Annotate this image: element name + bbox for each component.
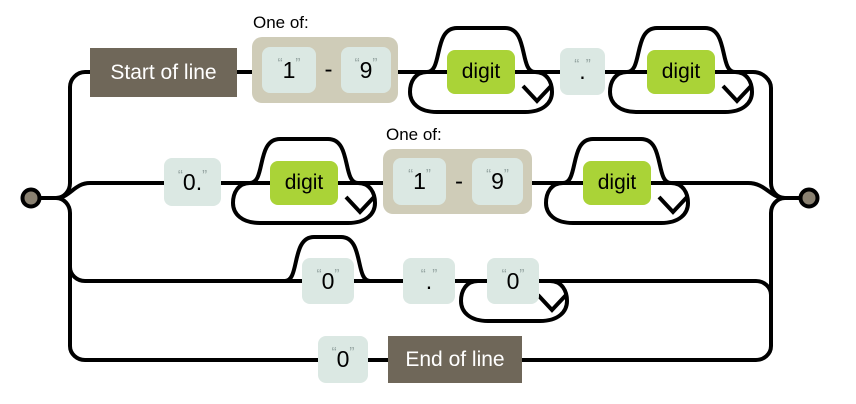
literal-9-row1: “9” bbox=[341, 47, 391, 93]
close-quote: ” bbox=[503, 166, 509, 183]
digit-box-row2-a: digit bbox=[270, 161, 338, 205]
open-quote: “ bbox=[486, 166, 492, 183]
branch-down-to-row4 bbox=[55, 196, 86, 362]
literal-0-row3-b: “0” bbox=[487, 258, 539, 304]
close-quote: ” bbox=[372, 54, 378, 72]
row1-loop2-bypass bbox=[626, 26, 736, 74]
literal-dot-row1: “.” bbox=[560, 48, 605, 95]
row3-skip-bypass bbox=[284, 235, 371, 283]
close-quote: ” bbox=[334, 265, 340, 283]
digit-box-row1-a: digit bbox=[447, 50, 515, 94]
branch-to-row3 bbox=[68, 266, 86, 283]
literal-1-row1: “1” bbox=[262, 47, 316, 93]
close-quote: ” bbox=[425, 166, 431, 183]
literal-0dot-row2: “0.” bbox=[164, 158, 221, 206]
merge-row2 bbox=[747, 181, 786, 200]
literal-0-row3-a: “0” bbox=[302, 258, 354, 304]
start-of-line-label: Start of line bbox=[110, 60, 217, 84]
merge-row3 bbox=[755, 279, 773, 296]
open-quote: “ bbox=[501, 265, 507, 283]
digit-box-row1-b: digit bbox=[647, 50, 715, 94]
row1-loop2-arrow-icon bbox=[721, 83, 754, 104]
open-quote: “ bbox=[420, 265, 426, 283]
merge-row4 bbox=[755, 196, 786, 362]
open-quote: “ bbox=[408, 166, 414, 183]
one-of-label-row2: One of: bbox=[386, 125, 442, 144]
end-of-line-box: End of line bbox=[388, 336, 522, 383]
literal-dot-row3: “.” bbox=[403, 258, 455, 304]
close-quote: ” bbox=[432, 265, 438, 283]
open-quote: “ bbox=[316, 265, 322, 283]
open-quote: “ bbox=[574, 56, 580, 73]
close-quote: ” bbox=[202, 166, 208, 184]
close-quote: ” bbox=[585, 56, 591, 73]
merge-row1 bbox=[752, 70, 786, 200]
row2-loop2-arrow-icon bbox=[657, 194, 690, 215]
branch-up-to-row1 bbox=[55, 70, 86, 200]
literal-1-row2: “1” bbox=[393, 158, 446, 205]
open-quote: “ bbox=[354, 54, 360, 72]
row2-loop2-bypass bbox=[562, 137, 672, 185]
start-terminal-icon bbox=[20, 187, 42, 209]
range-hyphen-row1: - bbox=[324, 56, 333, 83]
close-quote: ” bbox=[295, 54, 301, 72]
branch-to-row2 bbox=[55, 181, 91, 200]
start-of-line-box: Start of line bbox=[90, 48, 237, 97]
literal-0-row4: “0” bbox=[318, 336, 368, 383]
one-of-label-row1: One of: bbox=[253, 13, 309, 32]
close-quote: ” bbox=[349, 344, 355, 361]
digit-box-row2-b: digit bbox=[583, 161, 651, 205]
end-of-line-label: End of line bbox=[405, 347, 505, 371]
open-quote: “ bbox=[277, 54, 283, 72]
row2-loop1-arrow-icon bbox=[344, 194, 377, 215]
end-terminal-icon bbox=[798, 187, 820, 209]
range-hyphen-row2: - bbox=[455, 167, 463, 195]
row1-loop1-bypass bbox=[426, 26, 536, 74]
row3-loop-arrow-icon bbox=[536, 292, 569, 313]
literal-9-row2: “9” bbox=[472, 158, 523, 205]
row2-loop1-bypass bbox=[249, 137, 359, 185]
open-quote: “ bbox=[177, 166, 183, 184]
open-quote: “ bbox=[331, 344, 337, 361]
row1-loop1-arrow-icon bbox=[521, 83, 554, 104]
close-quote: ” bbox=[519, 265, 525, 283]
